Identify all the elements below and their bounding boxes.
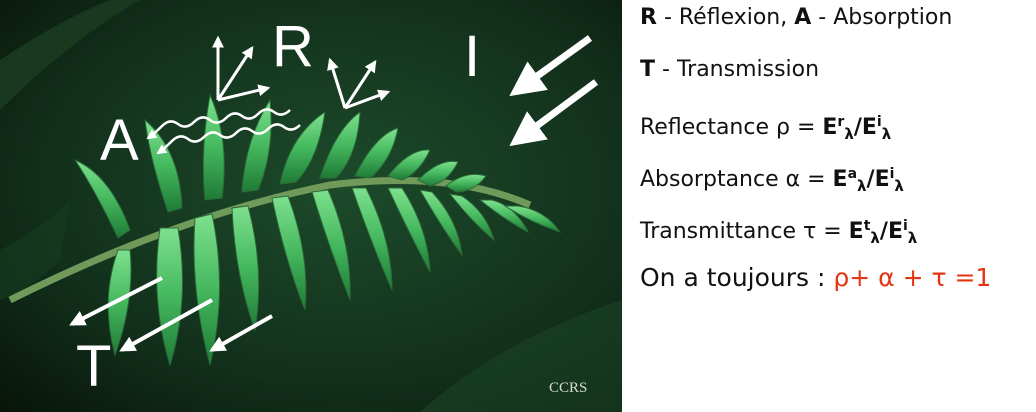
- formula-lambda: λ: [870, 229, 880, 247]
- formula-E: E: [875, 167, 890, 192]
- label-I: I: [464, 24, 480, 89]
- conservation-statement: On a toujours : ρ+ α + τ =1: [640, 266, 1032, 318]
- absorptance-formula: Absorptance α = Eaλ/Eiλ: [640, 162, 1032, 214]
- legend-a-letter: A: [794, 5, 811, 30]
- formula-sup: a: [848, 166, 857, 182]
- legend-a-text: - Absorption: [811, 5, 952, 30]
- formula-E: E: [888, 219, 903, 244]
- label-T: T: [76, 334, 111, 399]
- legend-r-text: - Réflexion,: [657, 5, 794, 30]
- legend-t-letter: T: [640, 57, 655, 82]
- legend-line-reflexion-absorption: R - Réflexion, A - Absorption: [640, 6, 1032, 58]
- formula-lambda: λ: [857, 177, 867, 195]
- absorptance-label: Absorptance α =: [640, 167, 833, 192]
- formula-E: E: [849, 219, 864, 244]
- formula-lambda: λ: [882, 125, 892, 143]
- formula-lambda: λ: [908, 229, 918, 247]
- formula-slash: /: [867, 167, 875, 192]
- formula-E: E: [833, 167, 848, 192]
- legend-panel: R - Réflexion, A - Absorption T - Transm…: [640, 6, 1032, 318]
- reflectance-formula: Reflectance ρ = Erλ/Eiλ: [640, 110, 1032, 162]
- fern-photo: R I A T CCRS: [0, 0, 622, 412]
- formula-slash: /: [854, 115, 862, 140]
- legend-line-transmission: T - Transmission: [640, 58, 1032, 110]
- conclusion-formula: ρ+ α + τ =1: [833, 263, 991, 292]
- label-R: R: [272, 14, 314, 79]
- legend-r-letter: R: [640, 5, 657, 30]
- formula-lambda: λ: [844, 125, 854, 143]
- reflectance-label: Reflectance ρ =: [640, 115, 822, 140]
- transmittance-formula: Transmittance τ = Etλ/Eiλ: [640, 214, 1032, 266]
- formula-E: E: [822, 115, 837, 140]
- photo-credit: CCRS: [549, 380, 587, 396]
- conclusion-prefix: On a toujours :: [640, 263, 833, 292]
- legend-t-text: - Transmission: [655, 57, 819, 82]
- transmittance-label: Transmittance τ =: [640, 219, 849, 244]
- formula-lambda: λ: [894, 177, 904, 195]
- label-A: A: [100, 108, 139, 173]
- formula-slash: /: [880, 219, 888, 244]
- formula-E: E: [862, 115, 877, 140]
